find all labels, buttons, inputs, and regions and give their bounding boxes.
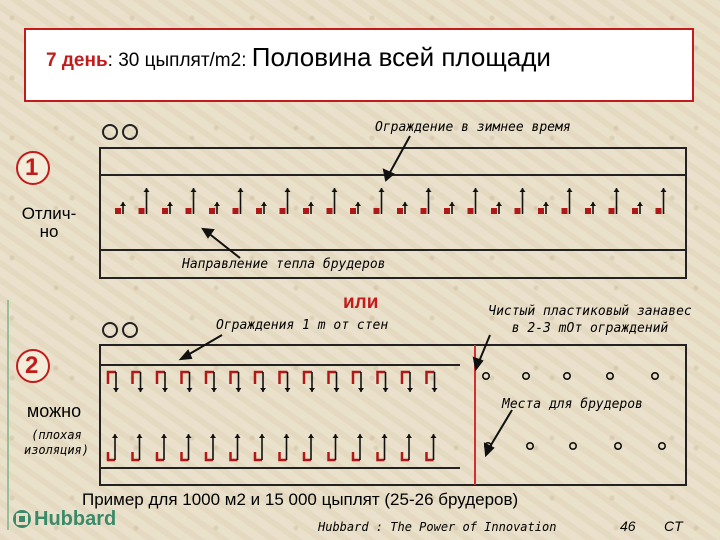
brooder-place-marker	[657, 441, 666, 450]
brooder-places-pointer	[483, 409, 513, 458]
section1-rating: Отлич- но	[21, 204, 77, 241]
brooder-symbol	[561, 188, 573, 214]
section1-badge	[16, 151, 50, 185]
brooder-symbol	[229, 370, 242, 392]
brooder-symbol	[351, 434, 363, 462]
brooder-symbol	[400, 370, 413, 392]
brooder-symbol	[256, 202, 267, 214]
heat-direction-pointer	[201, 227, 241, 259]
title-box	[24, 28, 694, 102]
brooder-place-marker	[650, 371, 659, 380]
brooder-symbol	[138, 188, 150, 214]
brooder-place-marker	[605, 371, 614, 380]
brooder-symbol	[115, 202, 126, 214]
section2-badge	[16, 349, 50, 383]
brooder-symbol	[514, 188, 526, 214]
brooder-symbol	[106, 370, 119, 392]
section2-brooder-row-bottom	[106, 434, 437, 462]
brooder-symbol	[376, 370, 389, 392]
brooder-symbol	[106, 434, 118, 462]
author-initials: CT	[664, 518, 683, 534]
brooder-places-label: Места для брудеров	[502, 397, 643, 412]
brooder-symbol	[585, 202, 596, 214]
brooder-symbol	[397, 202, 408, 214]
brooder-symbol	[278, 370, 291, 392]
brooder-symbol	[185, 188, 197, 214]
brooder-symbol	[209, 202, 220, 214]
brooder-symbol	[420, 188, 432, 214]
brooder-symbol	[204, 434, 216, 462]
brooder-symbol	[327, 370, 340, 392]
section2-brooder-places	[481, 371, 666, 450]
brooder-symbol	[278, 434, 290, 462]
brooder-place-marker	[521, 371, 530, 380]
brooder-symbol	[131, 370, 144, 392]
curtain-pointer	[472, 334, 491, 372]
section2-rating: можно	[26, 401, 82, 421]
title-line: 7 день: 30 цыплят/m2: Половина всей площ…	[46, 42, 551, 73]
brooder-symbol	[425, 370, 438, 392]
title-half-area: Половина всей площади	[251, 42, 551, 72]
brooder-symbol	[155, 434, 167, 462]
brooder-symbol	[632, 202, 643, 214]
brooder-place-marker	[525, 441, 534, 450]
brooder-place-marker	[613, 441, 622, 450]
brooder-symbol	[303, 202, 314, 214]
title-day: 7 день	[46, 50, 108, 71]
winter-fence-pointer	[382, 135, 411, 182]
section1-brooder-row	[115, 188, 667, 214]
brooder-place-marker	[568, 441, 577, 450]
brooder-symbol	[467, 188, 479, 214]
brooder-symbol	[327, 434, 339, 462]
curtain-label: Чистый пластиковый занавес в 2-3 mОт огр…	[488, 304, 692, 336]
brooder-symbol	[180, 434, 192, 462]
section2-number: 2	[25, 352, 39, 379]
brooder-symbol	[655, 188, 667, 214]
or-label: или	[343, 292, 379, 313]
brooder-symbol	[373, 188, 385, 214]
section2-fans	[102, 322, 138, 338]
section2-brooder-row-top	[106, 370, 438, 392]
brooder-place-marker	[481, 371, 490, 380]
brooder-symbol	[279, 188, 291, 214]
brooder-symbol	[302, 434, 314, 462]
example-caption: Пример для 1000 м2 и 15 000 цыплят (25-2…	[82, 490, 519, 509]
fence-1m-label: Ограждения 1 m от стен	[216, 318, 389, 333]
title-density: : 30 цыплят/m2:	[107, 50, 252, 71]
brooder-symbol	[350, 202, 361, 214]
brooder-symbol	[444, 202, 455, 214]
footer-tagline: Hubbard : The Power of Innovation	[318, 520, 557, 534]
brooder-symbol	[400, 434, 412, 462]
page-number: 46	[620, 518, 636, 534]
brooder-symbol	[155, 370, 168, 392]
brooder-symbol	[253, 370, 266, 392]
section1-number: 1	[25, 154, 39, 181]
brooder-symbol	[131, 434, 143, 462]
winter-fence-label: Ограждение в зимнее время	[375, 120, 571, 135]
brooder-symbol	[608, 188, 620, 214]
brooder-symbol	[302, 370, 315, 392]
brooder-symbol	[180, 370, 193, 392]
heat-direction-label: Направление тепла брудеров	[182, 257, 386, 272]
hubbard-logo-text: Hubbard	[34, 508, 117, 530]
brooder-symbol	[162, 202, 173, 214]
brooder-symbol	[326, 188, 338, 214]
brooder-symbol	[376, 434, 388, 462]
brooder-place-marker	[562, 371, 571, 380]
section2-note: (плохая изоляция)	[23, 428, 90, 457]
section1-fans	[102, 124, 138, 140]
brooder-symbol	[538, 202, 549, 214]
section2-house	[99, 344, 687, 486]
brooder-symbol	[232, 188, 244, 214]
brooder-symbol	[425, 434, 437, 462]
brooder-symbol	[204, 370, 217, 392]
brooder-symbol	[229, 434, 241, 462]
brooder-symbol	[253, 434, 265, 462]
hubbard-logo-mark	[13, 510, 31, 528]
fence-1m-pointer	[178, 334, 223, 361]
brooder-symbol	[491, 202, 502, 214]
brooder-symbol	[351, 370, 364, 392]
